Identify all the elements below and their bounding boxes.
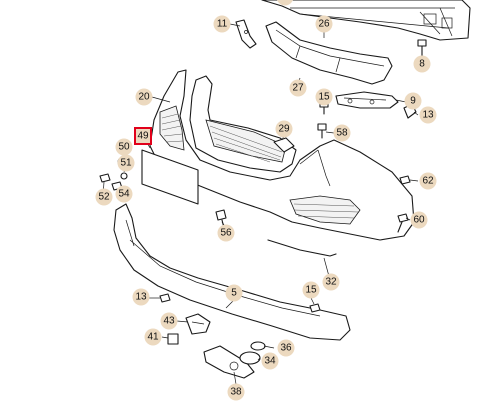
- callout-52[interactable]: 52: [95, 188, 113, 206]
- callout-50[interactable]: 50: [115, 138, 133, 156]
- callout-11[interactable]: 11: [213, 15, 231, 33]
- callout-43-label: 43: [163, 316, 175, 327]
- callout-49[interactable]: 49: [134, 127, 152, 145]
- highlight-frame: [134, 127, 152, 145]
- screws-group: [99, 123, 411, 313]
- callout-60-label: 60: [413, 215, 425, 226]
- callout-11-label: 11: [217, 19, 228, 30]
- callout-32[interactable]: 32: [322, 273, 340, 291]
- callout-5-label: 5: [231, 288, 237, 299]
- callout-50-label: 50: [118, 142, 130, 153]
- callout-43[interactable]: 43: [160, 312, 178, 330]
- carrier-lower-part: [265, 21, 393, 85]
- fog-frame-38-part: [203, 345, 255, 379]
- callout-13-upper-label: 13: [422, 110, 434, 121]
- callout-29[interactable]: 29: [275, 120, 293, 138]
- callout-13-upper[interactable]: 13: [419, 106, 437, 124]
- bolt-8-part: [417, 39, 427, 59]
- callout-41[interactable]: 41: [144, 328, 162, 346]
- callout-20-label: 20: [138, 92, 150, 103]
- cover-34-part: [239, 351, 261, 365]
- callout-29-label: 29: [278, 124, 290, 135]
- callout-26[interactable]: 26: [315, 15, 333, 33]
- callout-34[interactable]: 34: [261, 352, 279, 370]
- callout-13-lower[interactable]: 13: [132, 288, 150, 306]
- callout-51-label: 51: [120, 158, 132, 169]
- callout-56[interactable]: 56: [217, 224, 235, 242]
- callout-27-label: 27: [292, 83, 304, 94]
- callout-34-label: 34: [264, 356, 276, 367]
- callout-15-lower-label: 15: [305, 285, 317, 296]
- bumper-cover-part: [141, 69, 415, 241]
- callout-15-upper[interactable]: 15: [315, 88, 333, 106]
- callout-32-label: 32: [325, 277, 337, 288]
- callout-58[interactable]: 58: [333, 124, 351, 142]
- callout-13-lower-label: 13: [135, 292, 147, 303]
- callout-41-label: 41: [147, 332, 159, 343]
- side-bracket-left-part: [235, 19, 257, 49]
- callout-15-lower[interactable]: 15: [302, 281, 320, 299]
- callout-60[interactable]: 60: [410, 211, 428, 229]
- callout-9-label: 9: [410, 96, 416, 107]
- callout-7-label: 7: [282, 0, 288, 3]
- callout-15-upper-label: 15: [318, 92, 330, 103]
- callout-36-label: 36: [280, 343, 292, 354]
- callout-54[interactable]: 54: [115, 185, 133, 203]
- callout-36[interactable]: 36: [277, 339, 295, 357]
- callout-8[interactable]: 8: [413, 55, 431, 73]
- bumper-carrier-upper: [261, 0, 471, 41]
- callout-51[interactable]: 51: [117, 154, 135, 172]
- callout-62-label: 62: [422, 176, 434, 187]
- callout-54-label: 54: [118, 189, 130, 200]
- callout-56-label: 56: [220, 228, 232, 239]
- callout-38-label: 38: [230, 387, 242, 398]
- bracket-43-part: [185, 313, 211, 335]
- trim-strip-32-part: [267, 239, 337, 257]
- callout-26-label: 26: [318, 19, 330, 30]
- callout-62[interactable]: 62: [419, 172, 437, 190]
- callout-38[interactable]: 38: [227, 383, 245, 401]
- callout-20[interactable]: 20: [135, 88, 153, 106]
- callout-58-label: 58: [336, 128, 348, 139]
- callout-52-label: 52: [98, 192, 110, 203]
- clip-41-part: [167, 333, 179, 345]
- callout-9[interactable]: 9: [404, 92, 422, 110]
- callout-7[interactable]: 7: [277, 0, 294, 6]
- callout-49-label: 49: [137, 131, 149, 142]
- callout-8-label: 8: [419, 59, 425, 70]
- cover-36-part: [250, 341, 266, 351]
- lower-spoiler-part: [113, 203, 351, 341]
- bracket-9-part: [335, 91, 399, 109]
- callout-27[interactable]: 27: [289, 79, 307, 97]
- callout-5[interactable]: 5: [225, 284, 243, 302]
